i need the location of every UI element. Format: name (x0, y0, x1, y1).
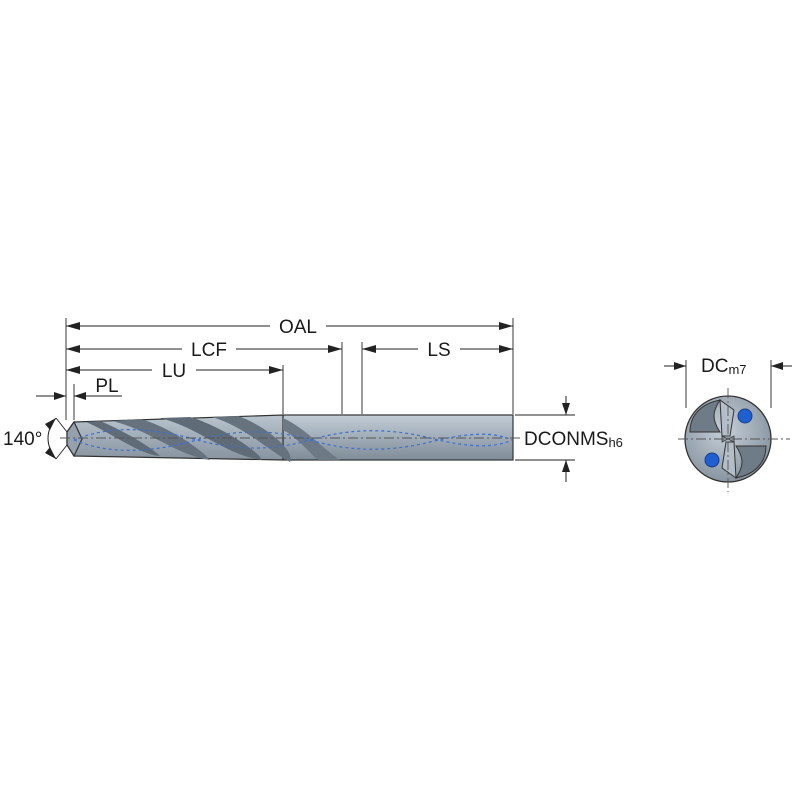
flute-helix (212, 416, 291, 462)
point-angle-label: 140° (3, 429, 42, 450)
dconms-tolerance: h6 (608, 435, 622, 450)
dimension-lu: LU (66, 361, 283, 382)
dimension-ls: LS (362, 340, 513, 361)
dc-label: DCm7 (701, 356, 747, 377)
pl-label: PL (95, 376, 118, 397)
side-view: OAL LCF LS LU (3, 317, 623, 482)
dconms-label: DCONMSh6 (524, 429, 623, 450)
drill-point (66, 420, 83, 458)
coolant-hole (737, 408, 753, 424)
flute-helix (86, 421, 160, 456)
dimension-lcf: LCF (66, 340, 342, 361)
lcf-label: LCF (191, 340, 227, 361)
ls-label: LS (427, 340, 450, 361)
coolant-channel (73, 431, 513, 451)
dimension-dconms: DCONMSh6 (515, 396, 623, 482)
dimension-dc: DCm7 (664, 356, 792, 408)
flute-helix (160, 417, 262, 460)
dimension-pl: PL (36, 376, 122, 400)
coolant-hole (704, 452, 720, 468)
dconms-symbol: DCONMS (524, 429, 608, 450)
end-view: DCm7 (664, 356, 792, 492)
oal-label: OAL (279, 317, 317, 338)
flute-helix-group (86, 416, 340, 462)
lu-label: LU (162, 361, 186, 382)
dimension-point-angle: 140° (3, 417, 68, 460)
end-view-cutting-edge (719, 398, 735, 437)
coolant-channel (73, 429, 513, 449)
dimension-oal: OAL (66, 317, 513, 338)
dc-tolerance: m7 (728, 362, 746, 377)
end-view-cutting-edge (721, 441, 737, 480)
dc-symbol: DC (701, 356, 728, 377)
flute-helix (112, 419, 210, 460)
